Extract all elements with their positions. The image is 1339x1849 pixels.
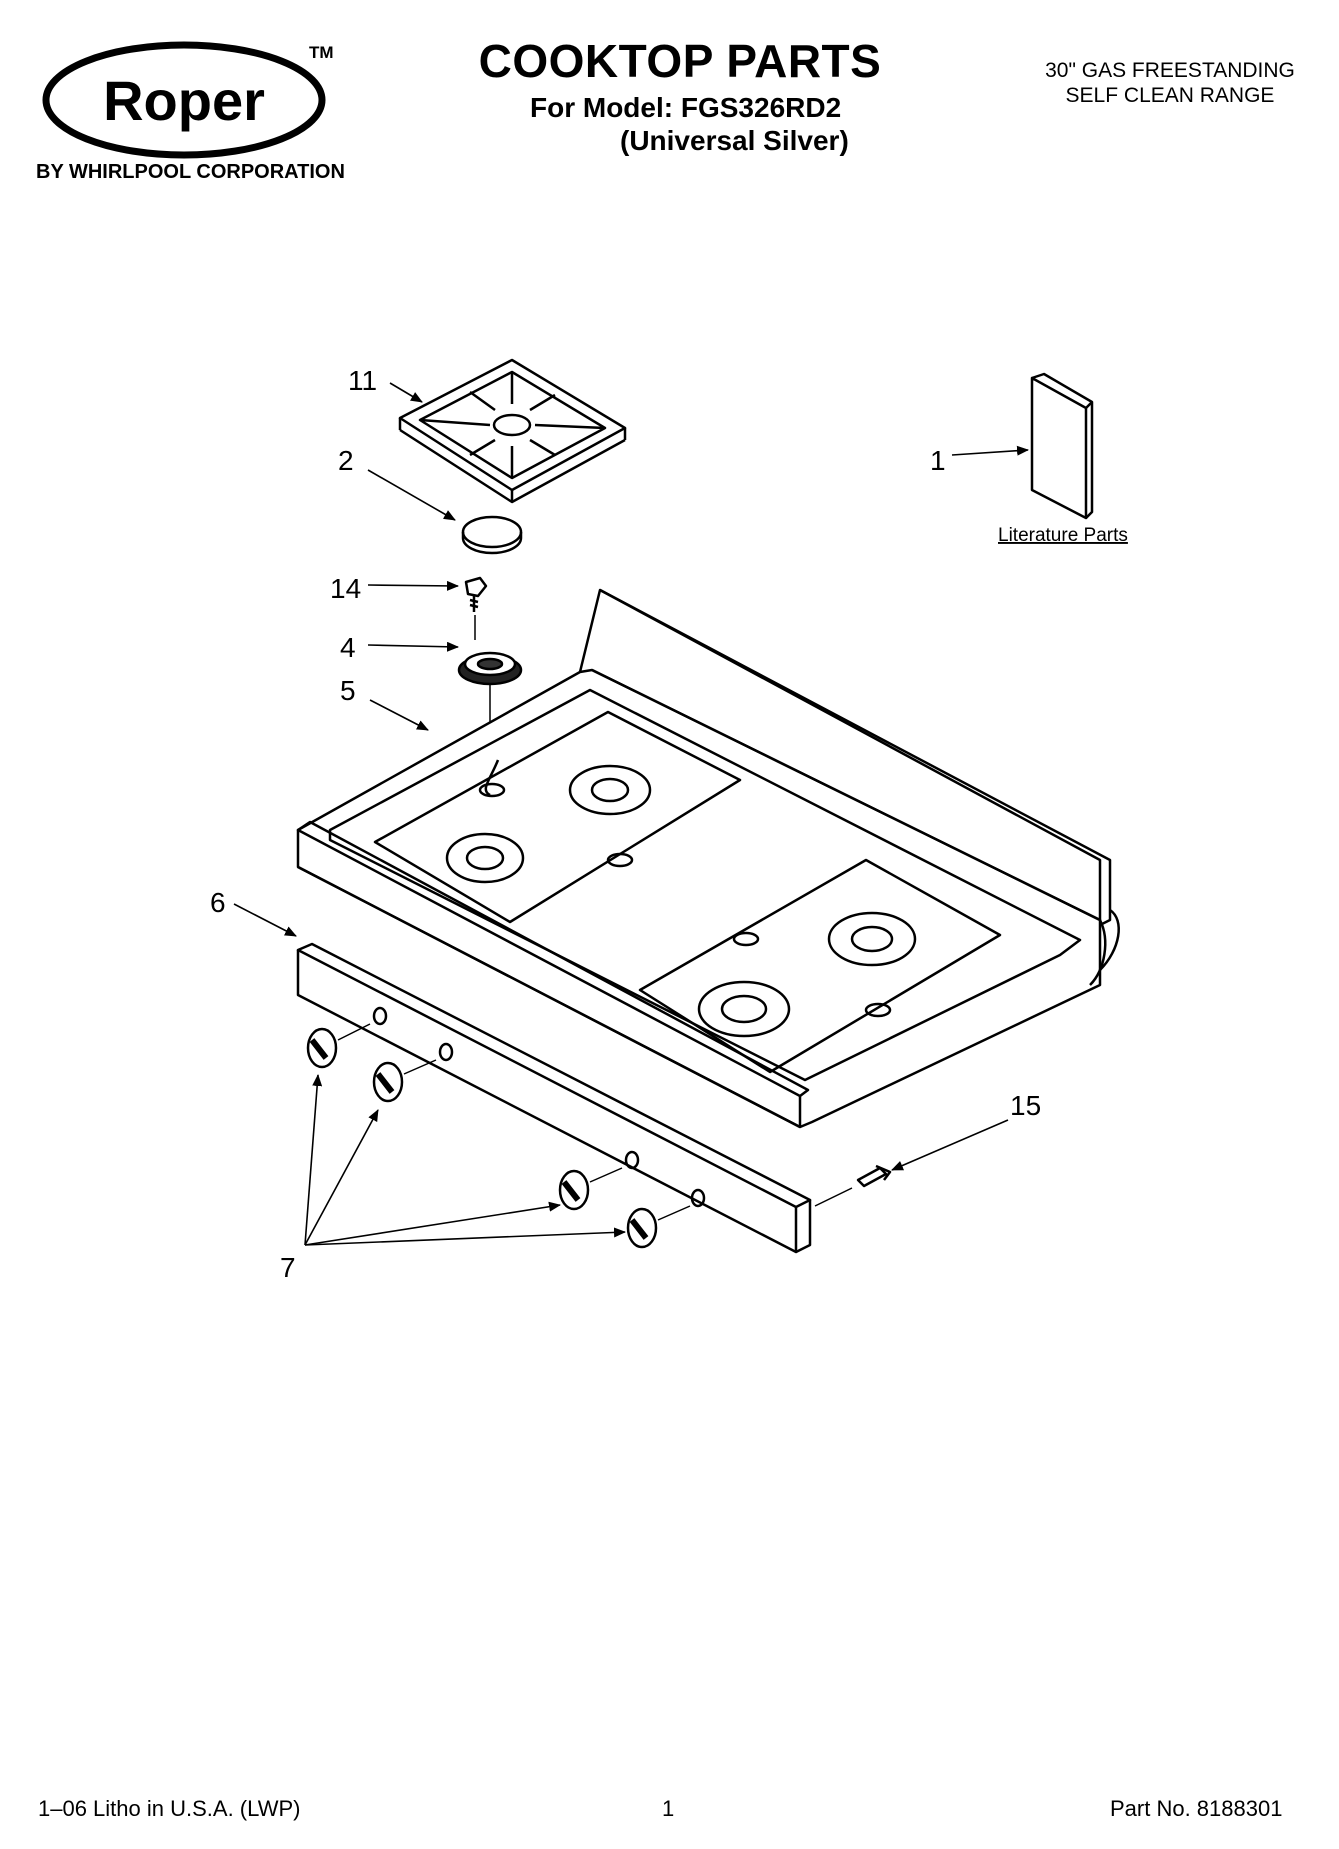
part-number: Part No. 8188301 bbox=[1110, 1796, 1283, 1821]
screw-part-15 bbox=[814, 1164, 892, 1207]
callout-14: 14 bbox=[330, 573, 361, 604]
screw-part-14 bbox=[464, 576, 488, 640]
callout-2: 2 bbox=[338, 445, 354, 476]
callout-5: 5 bbox=[340, 675, 356, 706]
knob-2 bbox=[372, 1059, 437, 1103]
roper-logo: Roper TM BY WHIRLPOOL CORPORATION bbox=[34, 38, 394, 188]
knob-3 bbox=[558, 1167, 623, 1211]
color-line: (Universal Silver) bbox=[620, 125, 849, 156]
leader-arrows bbox=[233, 382, 1029, 1246]
literature-part bbox=[1030, 372, 1094, 520]
brand-subtitle: BY WHIRLPOOL CORPORATION bbox=[36, 161, 345, 183]
litho-note: 1–06 Litho in U.S.A. (LWP) bbox=[38, 1796, 301, 1821]
trademark-mark: TM bbox=[309, 43, 334, 62]
product-description: 30" GAS FREESTANDING SELF CLEAN RANGE bbox=[1020, 58, 1320, 108]
literature-parts-label: Literature Parts bbox=[998, 525, 1128, 546]
product-line-1: 30" GAS FREESTANDING bbox=[1045, 59, 1295, 82]
callout-1: 1 bbox=[930, 445, 946, 476]
knob-4 bbox=[626, 1205, 691, 1249]
grate-part bbox=[398, 358, 627, 504]
burner-base-part bbox=[457, 651, 523, 855]
model-line: For Model: FGS326RD2 bbox=[530, 92, 842, 123]
control-panel-part bbox=[296, 942, 812, 1254]
callout-15: 15 bbox=[1010, 1090, 1041, 1121]
knob-1 bbox=[306, 1023, 371, 1069]
page-number: 1 bbox=[662, 1796, 675, 1821]
callout-4: 4 bbox=[340, 632, 356, 663]
callout-7: 7 bbox=[280, 1252, 296, 1283]
control-knobs-part bbox=[306, 1023, 691, 1249]
cooktop-part bbox=[296, 588, 1120, 1129]
product-line-2: SELF CLEAN RANGE bbox=[1065, 84, 1275, 107]
roper-logo-graphic: Roper TM BY WHIRLPOOL CORPORATION bbox=[36, 41, 345, 183]
page-title: COOKTOP PARTS bbox=[478, 35, 882, 87]
callout-11: 11 bbox=[348, 365, 377, 396]
brand-name: Roper bbox=[103, 69, 265, 132]
burner-cap-part bbox=[461, 515, 523, 555]
callout-6: 6 bbox=[210, 887, 226, 918]
